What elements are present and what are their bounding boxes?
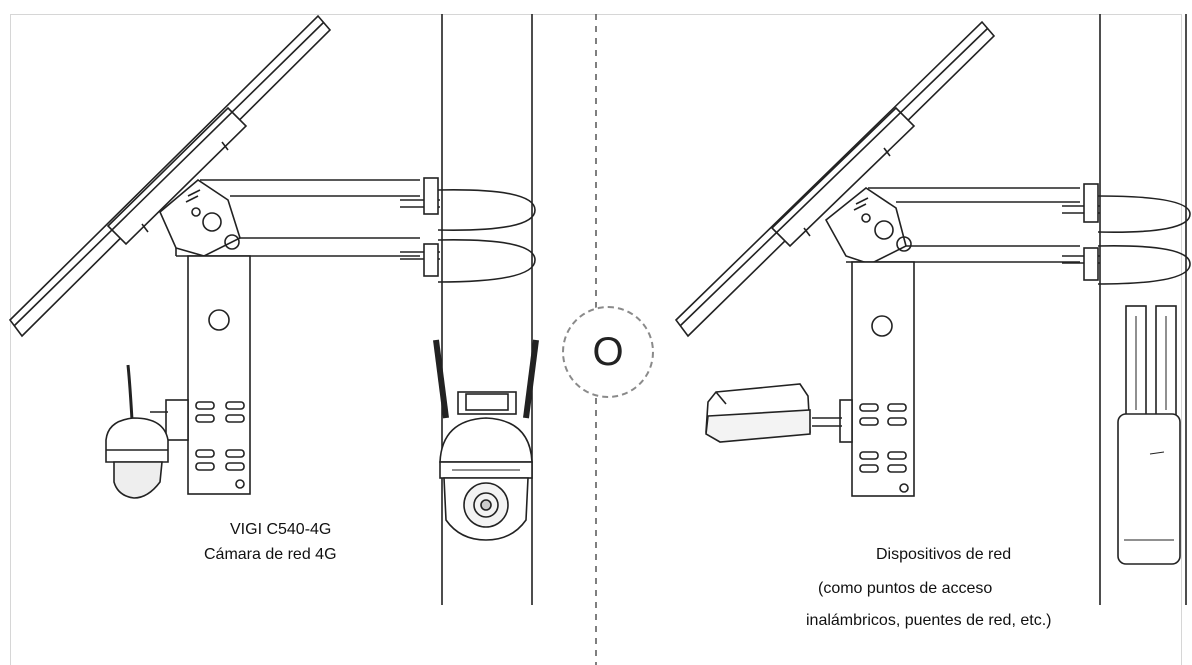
left-caption-model: VIGI C540-4G <box>230 521 332 538</box>
left-small-ptz-camera <box>105 364 189 499</box>
right-bullet-camera <box>705 383 853 443</box>
right-clamps <box>1062 183 1191 285</box>
or-letter: O <box>592 330 624 374</box>
right-caption-detail-1: (como puntos de acceso <box>818 580 993 597</box>
left-caption-description: Cámara de red 4G <box>204 546 337 563</box>
left-large-ptz-camera <box>433 339 539 541</box>
or-separator: O <box>562 306 654 398</box>
left-bracket-bolt <box>202 212 222 232</box>
right-bracket <box>824 187 1080 265</box>
right-caption-detail-2: inalámbricos, puentes de red, etc.) <box>806 612 1052 629</box>
left-bracket <box>159 179 420 257</box>
right-solar-panel <box>674 20 996 338</box>
right-bracket-bolt <box>874 220 894 240</box>
right-access-point <box>1117 305 1181 565</box>
right-mount-plate <box>851 261 915 497</box>
left-clamps <box>400 177 536 283</box>
left-mount-plate <box>187 255 251 495</box>
right-caption-title: Dispositivos de red <box>876 546 1012 563</box>
right-scene <box>674 14 1191 605</box>
left-scene <box>8 14 539 605</box>
left-solar-panel <box>8 14 332 338</box>
